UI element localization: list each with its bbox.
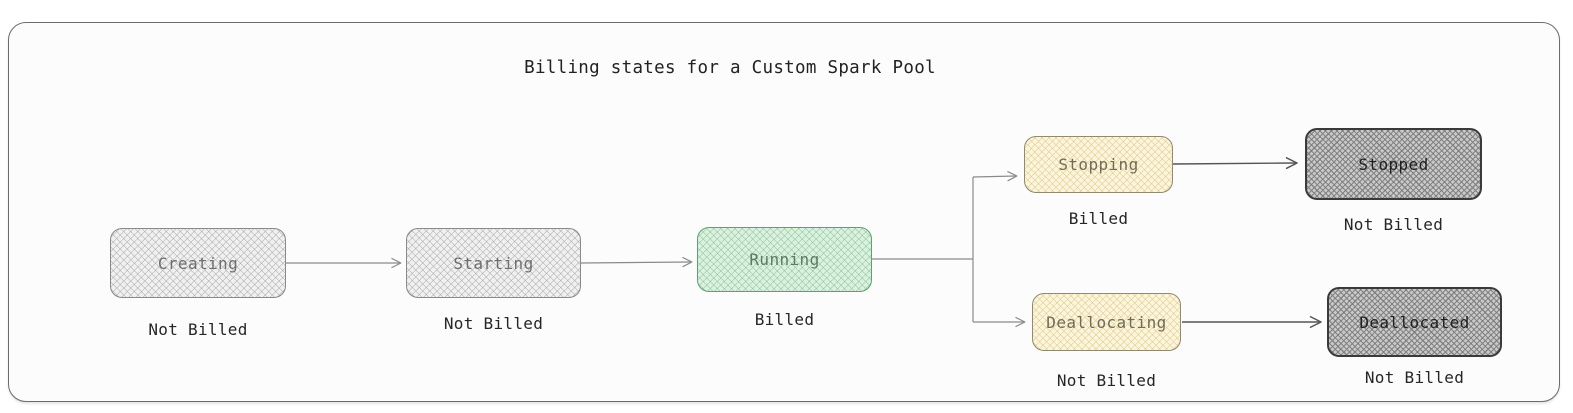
diagram-title: Billing states for a Custom Spark Pool (524, 58, 936, 78)
state-label-deallocating: Deallocating (1046, 312, 1167, 332)
state-node-stopped[interactable]: Stopped (1305, 128, 1482, 200)
state-node-running[interactable]: Running (697, 227, 872, 292)
state-label-running: Running (749, 250, 820, 269)
state-node-stopping[interactable]: Stopping (1024, 136, 1173, 193)
state-caption-stopped: Not Billed (1343, 215, 1444, 234)
state-label-stopping: Stopping (1058, 155, 1139, 174)
state-caption-running: Billed (754, 310, 815, 329)
state-caption-deallocating: Not Billed (1056, 371, 1157, 390)
state-caption-stopping: Billed (1068, 209, 1129, 228)
state-node-deallocated[interactable]: Deallocated (1327, 287, 1502, 357)
state-caption-starting: Not Billed (443, 314, 544, 333)
state-label-starting: Starting (453, 253, 534, 273)
state-caption-creating: Not Billed (148, 320, 248, 339)
state-caption-deallocated: Not Billed (1364, 368, 1465, 387)
state-label-deallocated: Deallocated (1359, 312, 1470, 332)
state-label-creating: Creating (157, 253, 239, 273)
state-node-deallocating[interactable]: Deallocating (1032, 293, 1181, 351)
state-node-creating[interactable]: Creating (110, 228, 286, 298)
state-label-stopped: Stopped (1358, 154, 1429, 174)
diagram-frame (8, 22, 1560, 402)
state-node-starting[interactable]: Starting (406, 228, 581, 298)
